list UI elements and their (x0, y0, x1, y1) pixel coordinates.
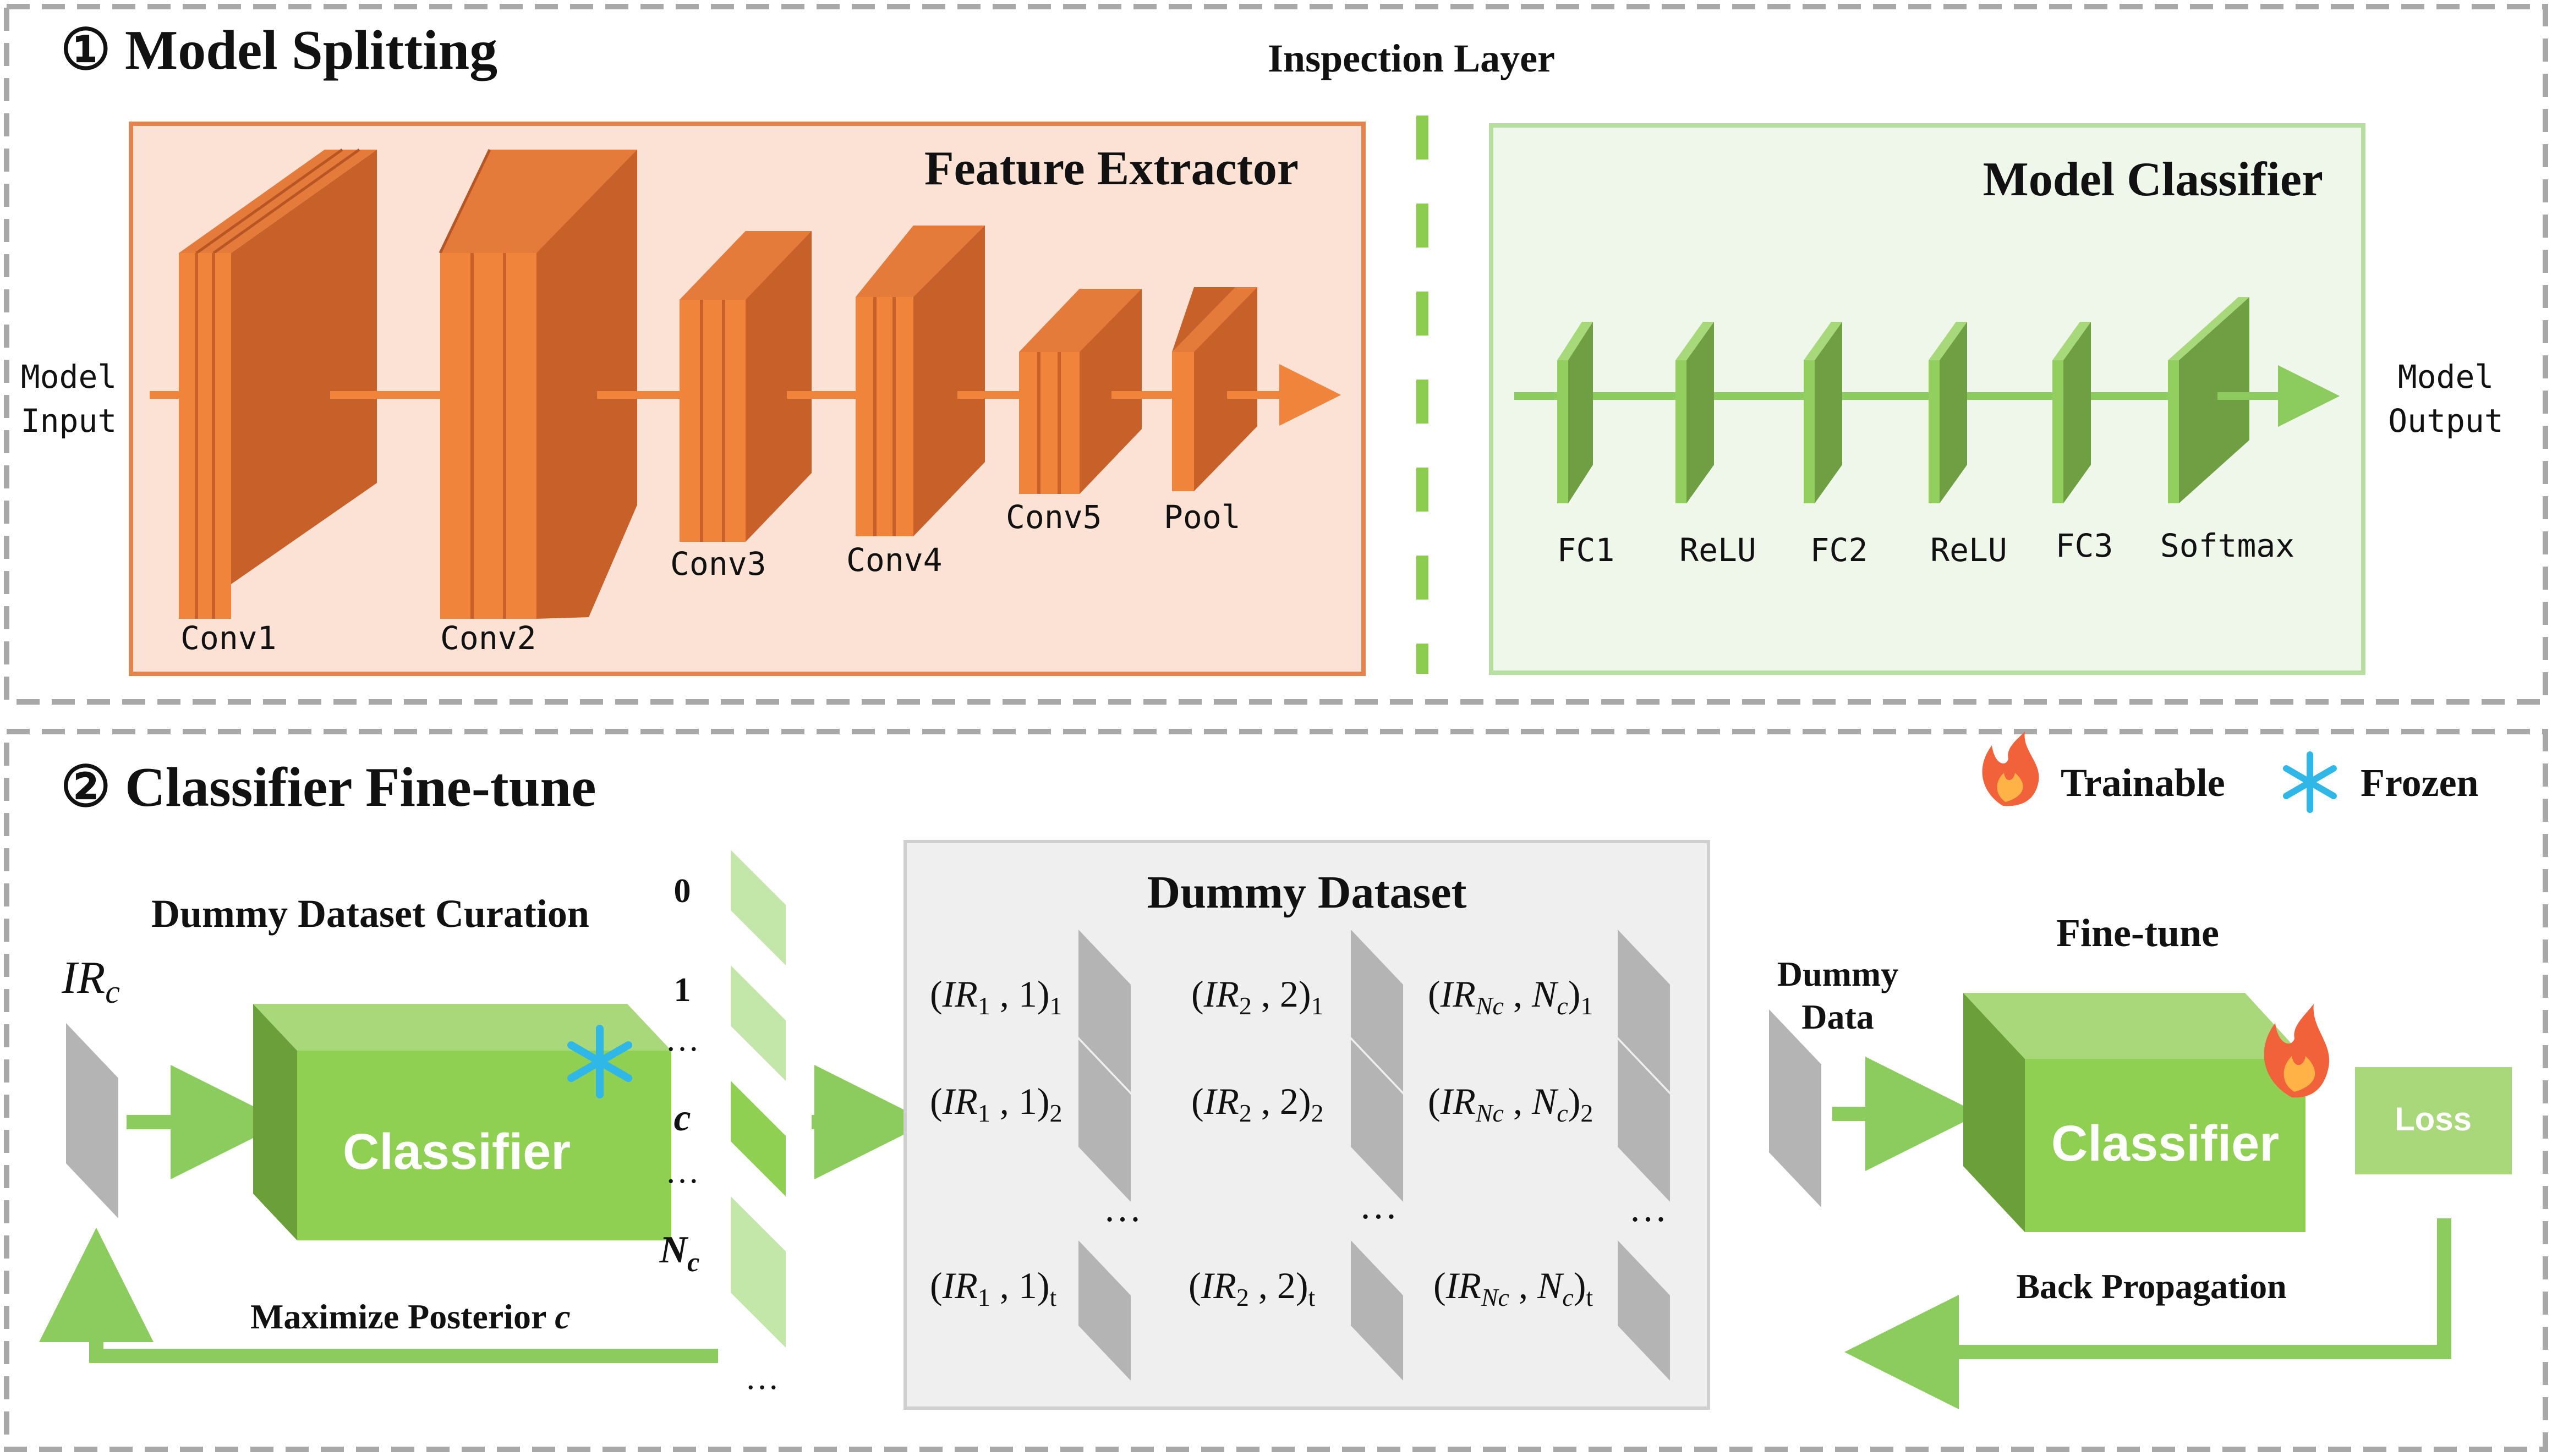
class-label-c: c (673, 1097, 691, 1139)
snowflake-icon (567, 1025, 632, 1098)
fc-label-fc3: FC3 (2056, 527, 2113, 564)
conv-label-conv4: Conv4 (846, 541, 943, 579)
conv1-block (179, 148, 377, 619)
class-label-0: 0 (674, 872, 691, 910)
model-input-label: Model (21, 358, 117, 395)
dummy-dataset-title: Dummy Dataset (1147, 867, 1467, 918)
ir-c-card (66, 1023, 118, 1218)
dataset-column-3 (1618, 930, 1670, 1381)
section1-frame (4, 4, 2548, 705)
backprop-arrow (1844, 1218, 2451, 1409)
dataset-entry-3-2: (IRNc , Nc)2 (1428, 1080, 1593, 1127)
strip-ellipsis: … (745, 1359, 779, 1397)
inspection-layer-label: Inspection Layer (1268, 36, 1555, 80)
fc3-block (2052, 322, 2091, 503)
model-output-label: Model (2398, 358, 2494, 395)
maximize-feedback-arrow (39, 1228, 718, 1363)
conv3-block (680, 231, 812, 542)
loss-box (2355, 1067, 2512, 1174)
dataset-ellipsis-3: … (1629, 1188, 1667, 1230)
conv2-block (439, 149, 637, 619)
ir-c-label: IRc (61, 952, 120, 1010)
section2-frame (4, 729, 2548, 1452)
finetune-title: Fine-tune (2056, 911, 2219, 955)
class-label-1: 1 (674, 971, 691, 1009)
dataset-column-1 (1078, 930, 1131, 1381)
softmax-block (2168, 297, 2249, 503)
model-classifier-title: Model Classifier (1983, 153, 2323, 206)
dummy-data-label-2: Data (1801, 997, 1874, 1036)
curation-title: Dummy Dataset Curation (151, 892, 589, 936)
dataset-entry-3-t: (IRNc , Nc)t (1433, 1265, 1593, 1311)
legend-trainable: Trainable (2061, 761, 2225, 805)
maximize-label: Maximize Posterior c (250, 1297, 571, 1336)
fc-label-fc2: FC2 (1810, 531, 1868, 569)
class-label-nc: Nc (659, 1229, 700, 1277)
conv5-block (1019, 289, 1142, 494)
fire-icon (1982, 732, 2039, 806)
class-label-ellipsis: … (665, 1021, 699, 1058)
pool-block (1172, 287, 1257, 491)
dataset-ellipsis-1: … (1103, 1188, 1142, 1230)
dataset-entry-1-1: (IR1 , 1)1 (930, 973, 1063, 1020)
fc-label-relu1: ReLU (1679, 531, 1756, 569)
fc-label-softmax: Softmax (2160, 527, 2294, 564)
fc2-block (1804, 322, 1842, 503)
frozen-classifier-label: Classifier (343, 1124, 571, 1180)
section2-title: ② Classifier Fine-tune (61, 756, 596, 818)
dataset-entry-2-2: (IR2 , 2)2 (1191, 1080, 1324, 1127)
fire-icon (2264, 1004, 2330, 1098)
dataset-entry-3-1: (IRNc , Nc)1 (1428, 973, 1593, 1020)
conv4-block (856, 226, 985, 536)
conv-label-conv3: Conv3 (670, 545, 766, 583)
relu2-block (1929, 322, 1967, 503)
loss-label: Loss (2395, 1101, 2472, 1138)
dataset-entry-2-t: (IR2 , 2)t (1189, 1265, 1316, 1311)
fc-label-relu2: ReLU (1930, 531, 2007, 569)
conv-label-conv1: Conv1 (180, 619, 277, 657)
fc-label-fc1: FC1 (1557, 531, 1615, 569)
snowflake-icon (2283, 751, 2337, 813)
dataset-entry-2-1: (IR2 , 2)1 (1191, 973, 1324, 1020)
legend-frozen: Frozen (2361, 761, 2479, 805)
class-probability-strip (731, 850, 786, 1348)
fc1-block (1557, 322, 1593, 503)
conv-label-conv2: Conv2 (440, 619, 536, 657)
model-input-label-2: Input (21, 402, 117, 439)
dataset-ellipsis-2: … (1359, 1185, 1398, 1227)
dataset-entry-1-2: (IR1 , 1)2 (930, 1080, 1063, 1127)
frozen-classifier-cube (253, 1004, 671, 1240)
backprop-label: Back Propagation (2016, 1267, 2286, 1306)
conv-label-conv5: Conv5 (1006, 498, 1102, 536)
conv-label-pool: Pool (1164, 498, 1241, 536)
model-output-label-2: Output (2388, 402, 2504, 439)
section1-title: ① Model Splitting (61, 19, 497, 81)
class-label-ellipsis-2: … (665, 1153, 699, 1190)
feature-extractor-title: Feature Extractor (924, 142, 1299, 195)
dataset-entry-1-t: (IR1 , 1)t (930, 1265, 1057, 1311)
dummy-data-label: Dummy (1777, 954, 1898, 993)
trainable-classifier-cube (1963, 993, 2305, 1232)
relu1-block (1675, 322, 1714, 503)
trainable-classifier-label: Classifier (2051, 1116, 2279, 1172)
dummy-data-card (1769, 1009, 1821, 1207)
dataset-column-2 (1351, 930, 1403, 1381)
dummy-dataset-panel (903, 840, 1710, 1410)
